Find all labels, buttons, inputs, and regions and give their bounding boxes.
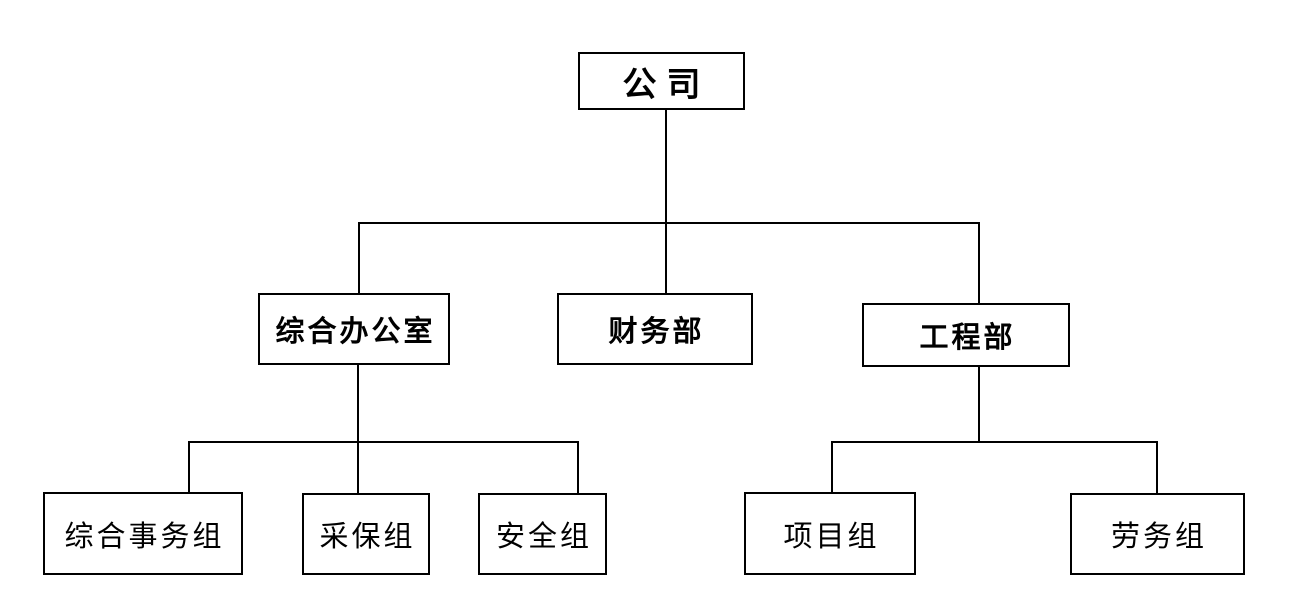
connector-company-drop [665, 110, 667, 293]
org-node-finance: 财务部 [557, 293, 753, 365]
org-node-safety: 安全组 [478, 493, 607, 575]
org-node-general-office: 综合办公室 [258, 293, 450, 365]
connector-safety-drop [577, 441, 579, 493]
org-node-labor: 劳务组 [1070, 493, 1245, 575]
connector-labor-drop [1156, 441, 1158, 493]
connector-left-rail [188, 441, 578, 443]
org-node-general-affairs: 综合事务组 [43, 492, 243, 575]
connector-general-affairs-drop [188, 441, 190, 492]
org-node-company: 公司 [578, 52, 745, 110]
org-node-project: 项目组 [744, 492, 916, 575]
connector-top-rail [358, 222, 980, 224]
org-node-procurement: 采保组 [302, 493, 430, 575]
connector-general-office-down [357, 365, 359, 493]
connector-general-office-drop [358, 222, 360, 293]
connector-project-drop [831, 441, 833, 492]
connector-engineering-drop [978, 222, 980, 303]
connector-right-rail [831, 441, 1157, 443]
org-node-engineering: 工程部 [862, 303, 1070, 367]
connector-engineering-down [978, 367, 980, 442]
